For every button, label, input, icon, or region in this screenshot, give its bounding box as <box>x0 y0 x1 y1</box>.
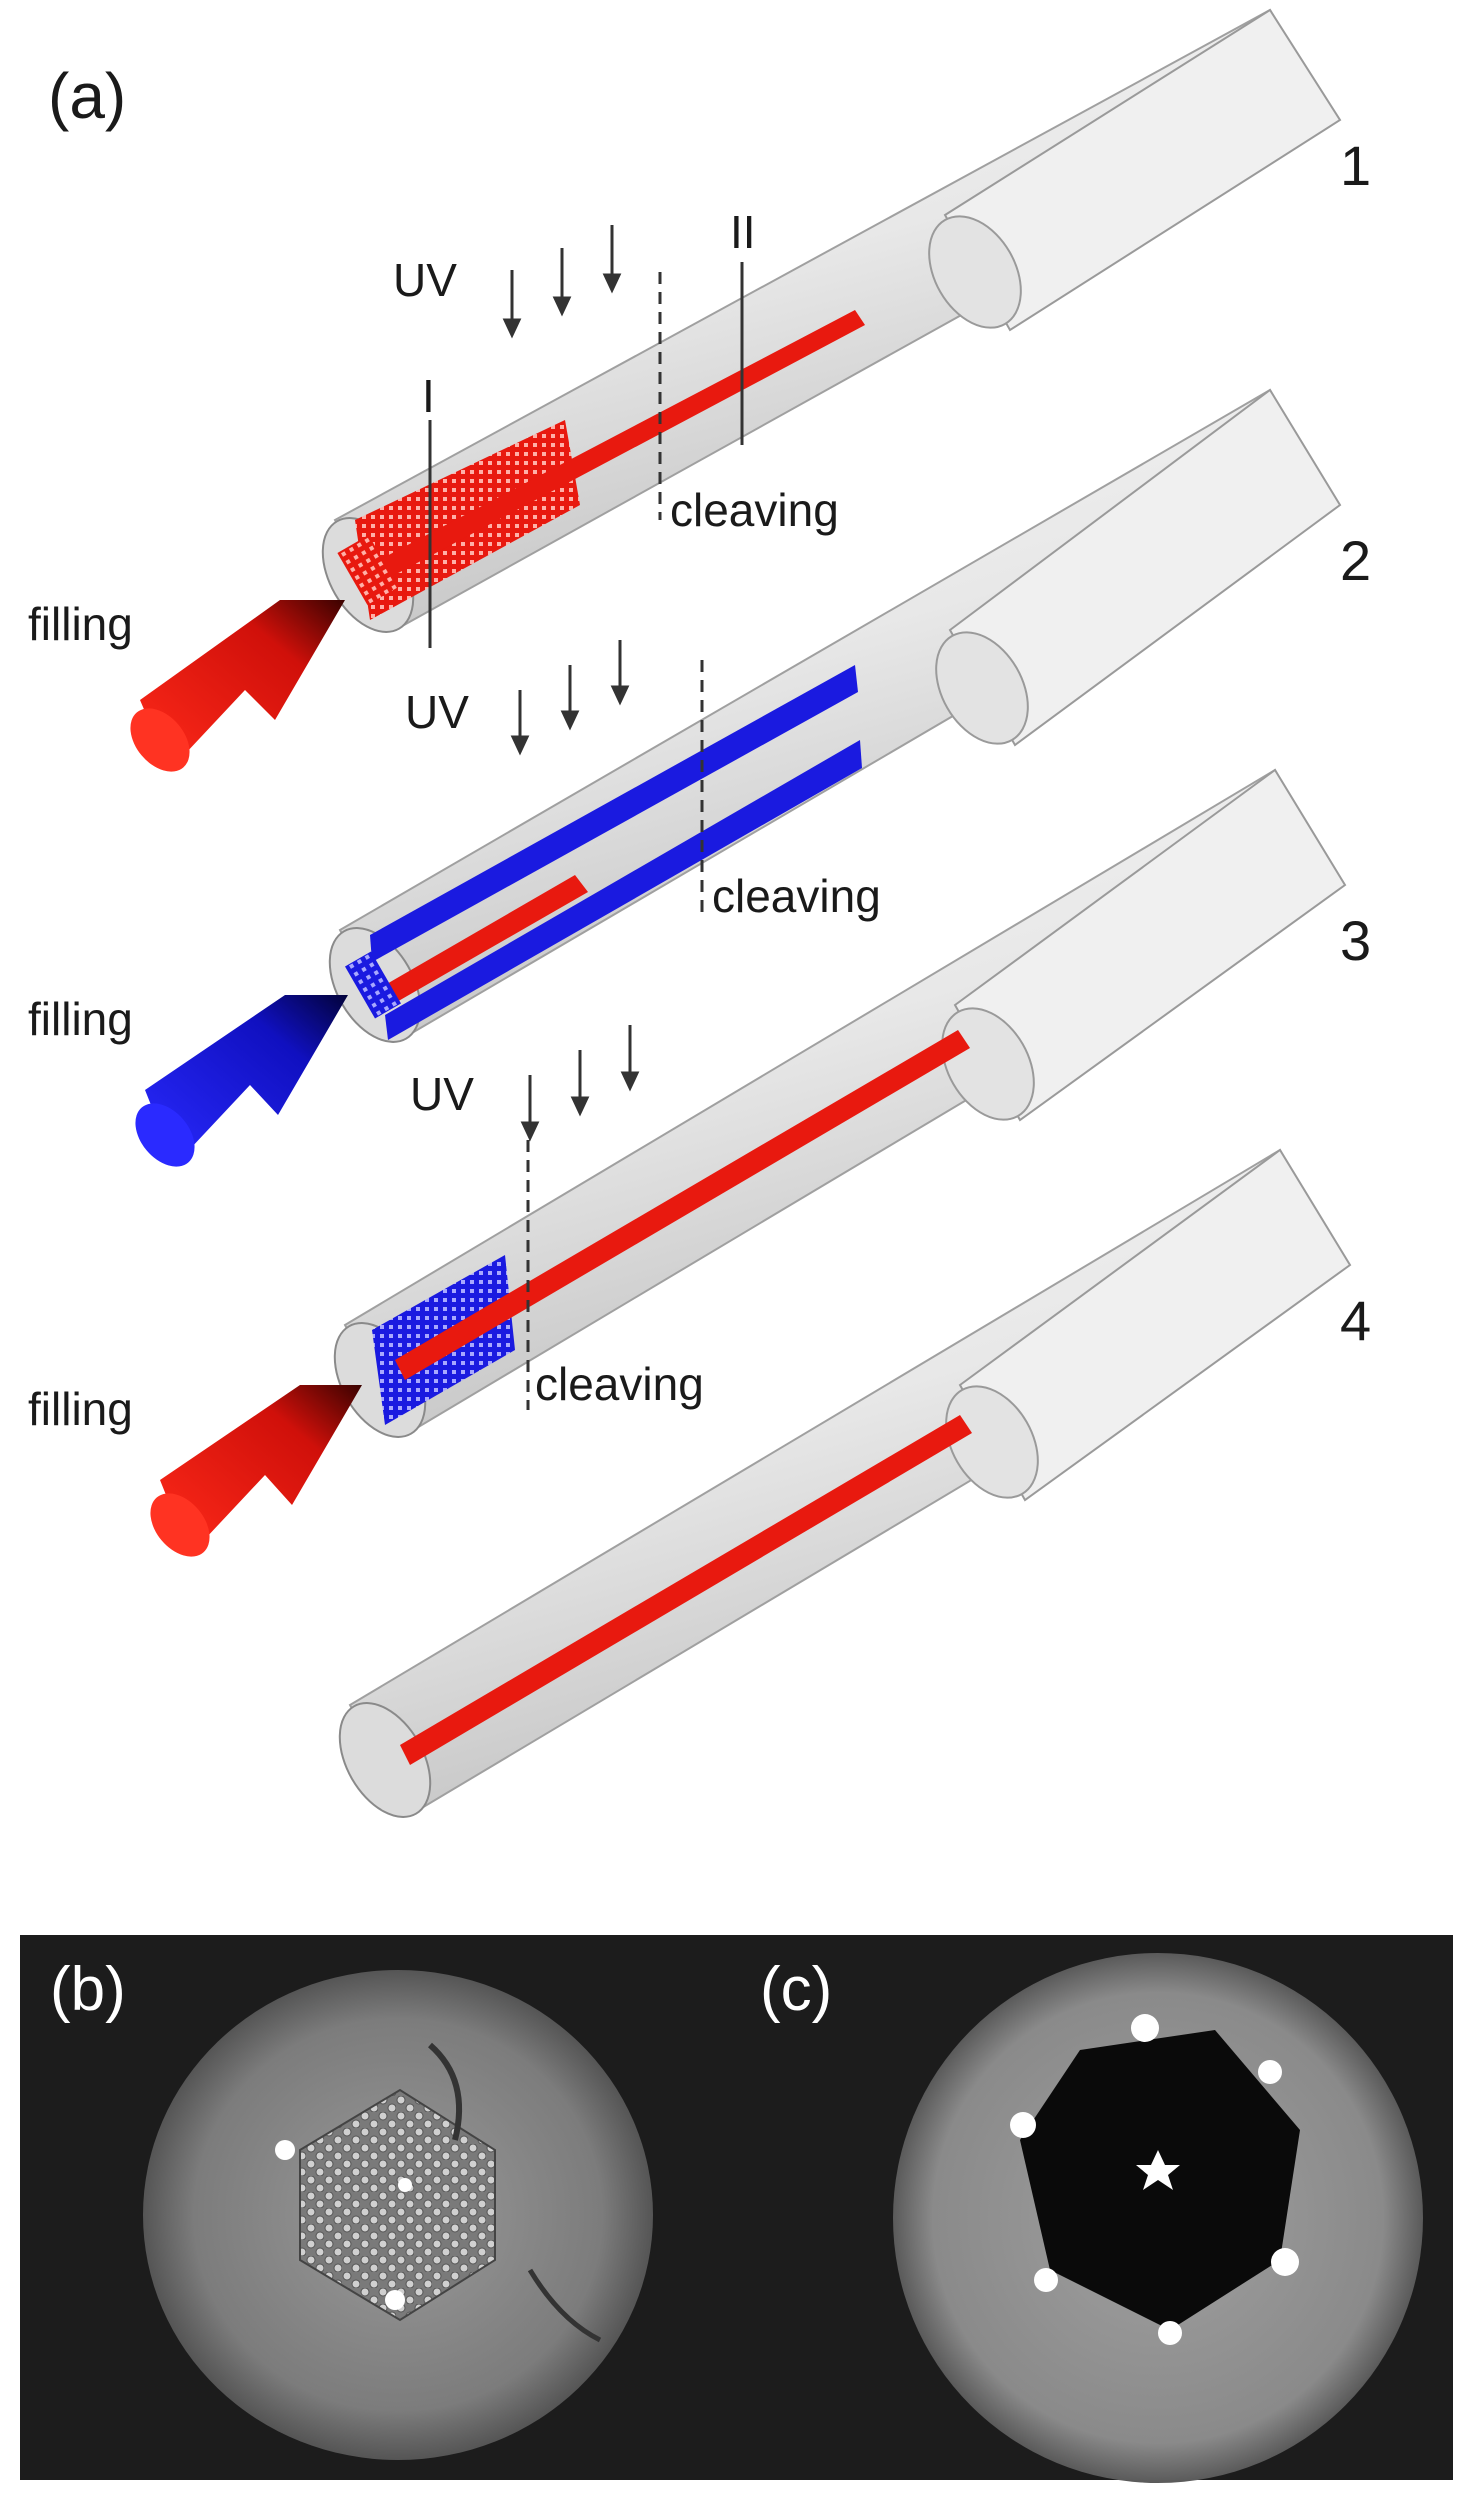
stage-2 <box>328 388 1342 1043</box>
photo-b <box>143 1970 653 2460</box>
photo-c <box>893 1953 1423 2483</box>
filling-arrow-icon <box>150 1385 362 1557</box>
fiber-2-blue-fill-bottom <box>385 740 862 1040</box>
stage-3-uv-label: UV <box>410 1068 474 1120</box>
stage-2-cleaving-label: cleaving <box>712 870 881 922</box>
panel-a-label: (a) <box>48 60 126 132</box>
stage-1-marker-ii: II <box>730 206 756 258</box>
fiber-2-red-core <box>385 875 588 1003</box>
star-core-icon <box>1136 2150 1180 2190</box>
panel-c-label: (c) <box>760 1955 832 2024</box>
stage-3-filling-label: filling <box>28 1383 133 1435</box>
stage-1-number: 1 <box>1340 134 1371 197</box>
stage-2-number: 2 <box>1340 529 1371 592</box>
panel-b-label: (b) <box>50 1955 126 2024</box>
stage-3-cleaving-label: cleaving <box>535 1358 704 1410</box>
stage-1 <box>321 8 1342 633</box>
fiber-3-red-core <box>395 1030 970 1380</box>
stage-1-filling-label: filling <box>28 598 133 650</box>
stage-1-uv-label: UV <box>393 254 457 306</box>
stage-3-number: 3 <box>1340 909 1371 972</box>
filling-arrow-icon <box>135 995 348 1167</box>
stage-1-cleaving-label: cleaving <box>670 484 839 536</box>
stage-2-filling-label: filling <box>28 993 133 1045</box>
fiber-4-red-core <box>400 1415 972 1765</box>
stage-1-marker-i: I <box>422 370 435 422</box>
stage-3 <box>333 768 1347 1438</box>
stage-4 <box>338 1148 1352 1818</box>
stage-2-uv-label: UV <box>405 686 469 738</box>
fiber-2-blue-fill-top <box>370 665 858 962</box>
stage-4-number: 4 <box>1340 1289 1371 1352</box>
filling-arrow-icon <box>130 600 345 772</box>
uv-arrow-icon <box>520 1025 640 1142</box>
uv-arrow-icon <box>502 225 622 339</box>
uv-arrow-icon <box>510 640 630 756</box>
